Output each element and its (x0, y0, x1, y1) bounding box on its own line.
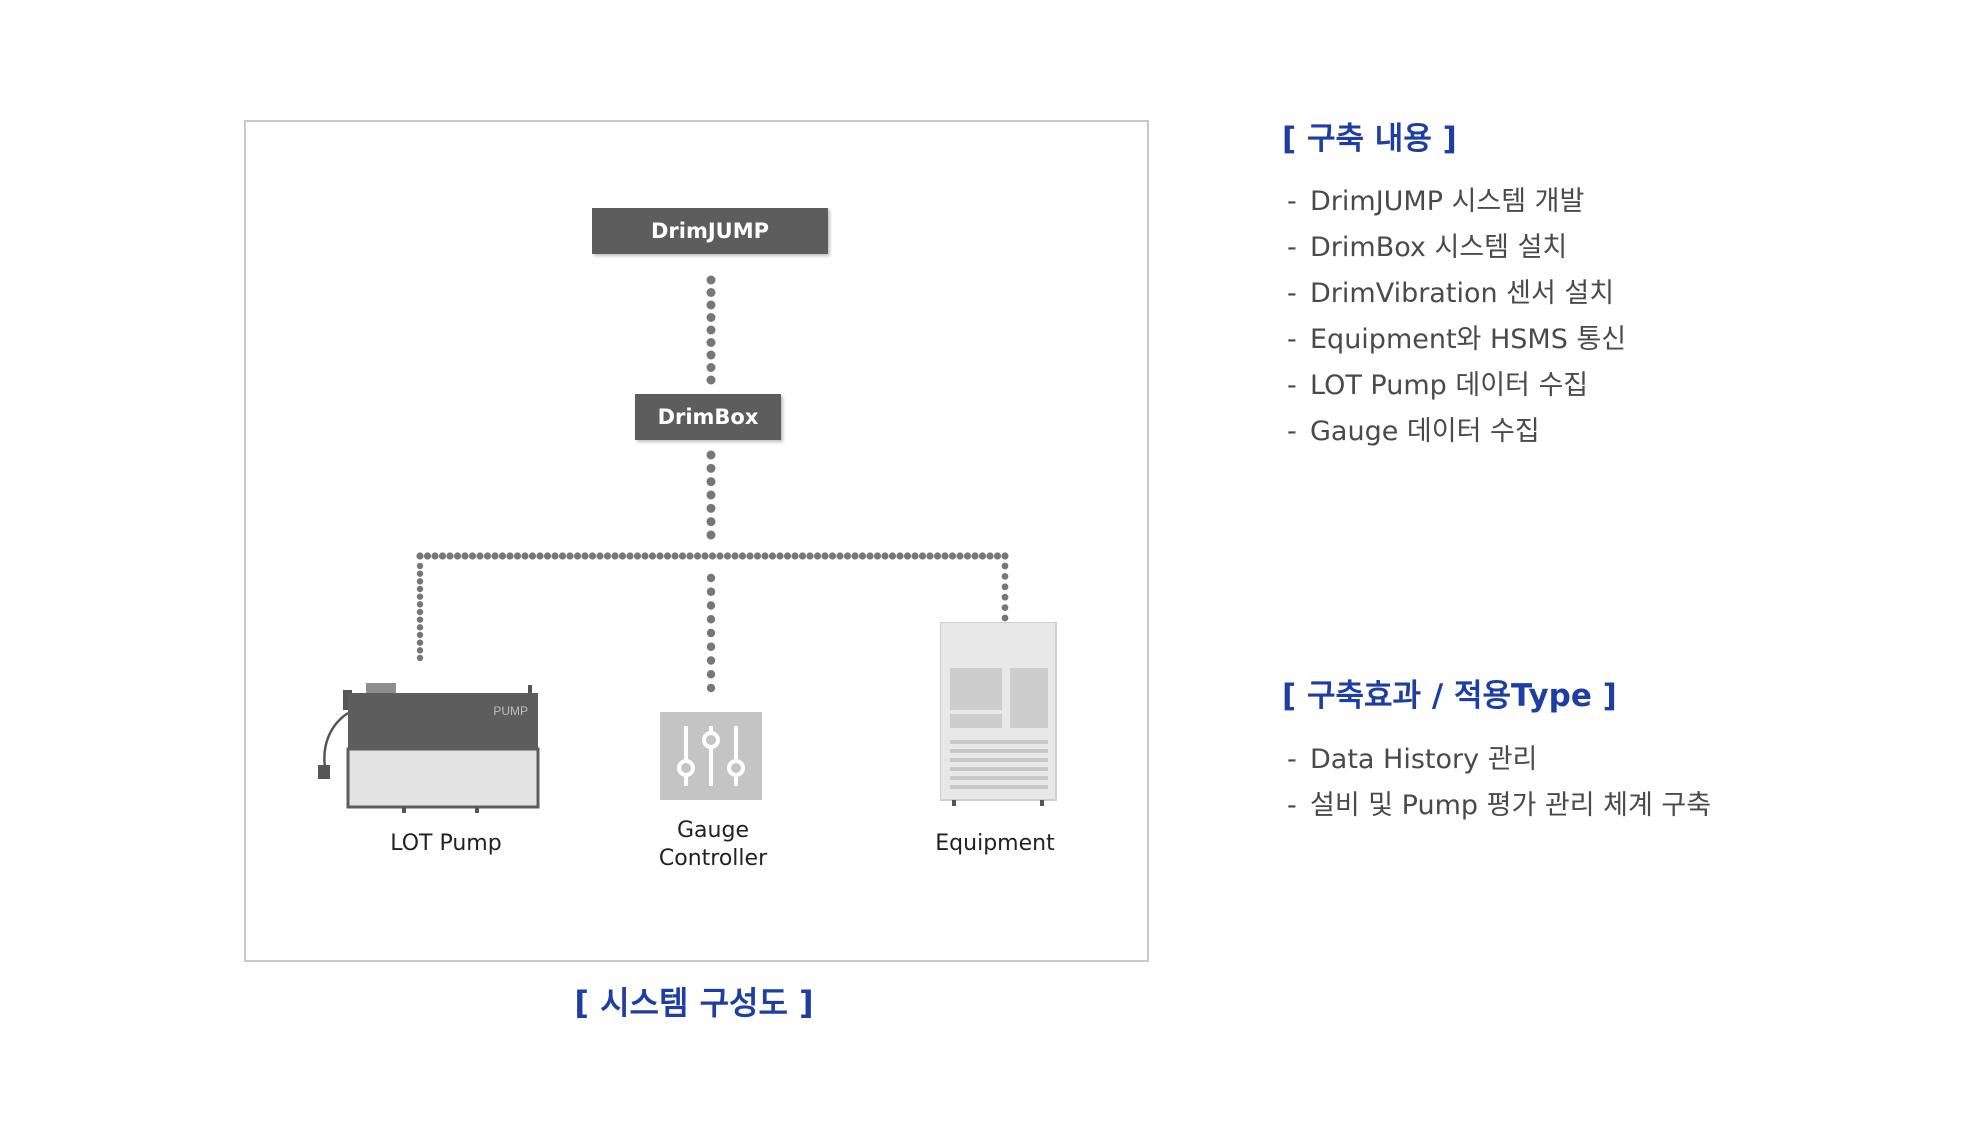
list-item: -Data History 관리 (1287, 744, 1538, 775)
list-item: -설비 및 Pump 평가 관리 체계 구축 (1287, 790, 1712, 821)
drimbox-node: DrimBox (635, 394, 781, 440)
build-content-list: -DrimJUMP 시스템 개발 -DrimBox 시스템 설치 -DrimVi… (1287, 179, 1626, 455)
diagram-caption: [ 시스템 구성도 ] (574, 984, 814, 1022)
list-item: -DrimBox 시스템 설치 (1287, 232, 1568, 263)
list-item: -Equipment와 HSMS 통신 (1287, 324, 1627, 355)
list-item: -Gauge 데이터 수집 (1287, 416, 1540, 447)
device-label-gauge-controller: Gauge Controller (658, 818, 768, 871)
drimjump-node: DrimJUMP (592, 208, 828, 254)
section-title-build-content: [ 구축 내용 ] (1282, 121, 1457, 157)
list-item: -LOT Pump 데이터 수집 (1287, 370, 1589, 401)
gauge-controller-icon (660, 712, 762, 800)
equipment-icon (940, 622, 1057, 806)
device-label-equipment: Equipment (935, 831, 1055, 856)
pump-icon: PUMP (318, 683, 540, 813)
list-item: -DrimJUMP 시스템 개발 (1287, 186, 1585, 217)
diagram-frame (244, 120, 1149, 962)
effects-list: -Data History 관리 -설비 및 Pump 평가 관리 체계 구축 (1287, 737, 1711, 829)
list-item: -DrimVibration 센서 설치 (1287, 278, 1615, 309)
device-label-lot-pump: LOT Pump (390, 831, 502, 856)
pump-badge: PUMP (493, 704, 528, 718)
section-title-effects: [ 구축효과 / 적용Type ] (1282, 678, 1617, 714)
